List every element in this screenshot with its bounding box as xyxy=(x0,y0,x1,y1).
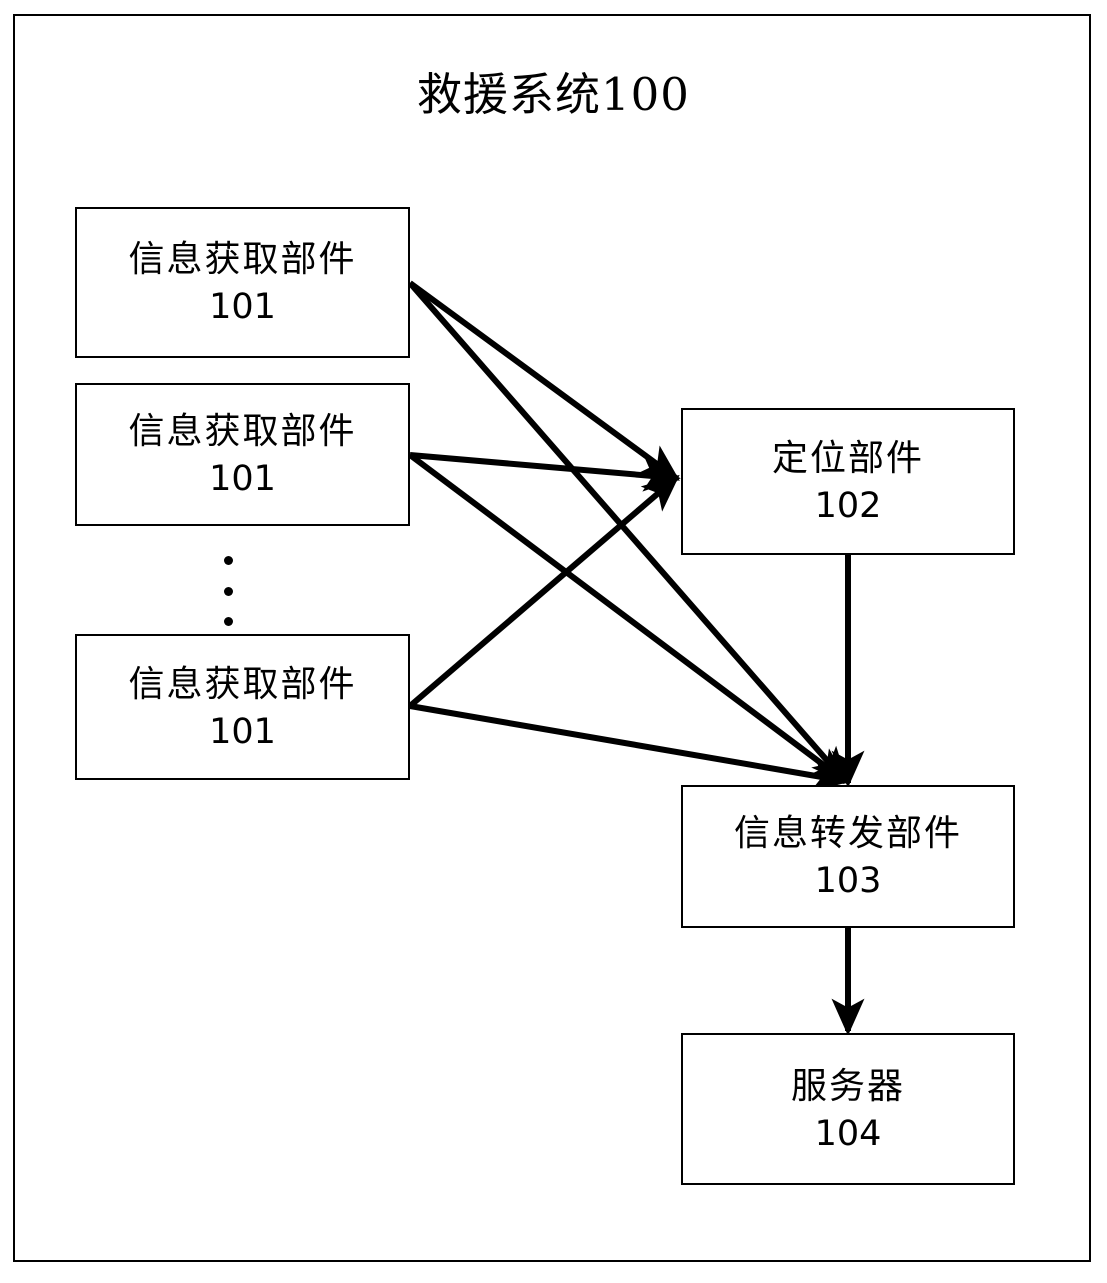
node-reference-number: 101 xyxy=(209,459,276,499)
ellipsis-dot xyxy=(223,586,233,596)
connector-acq1-to-forwarding xyxy=(407,281,849,785)
ellipsis-dot xyxy=(223,617,233,626)
node-label: 信息获取部件 xyxy=(128,663,357,705)
node-label: 信息转发部件 xyxy=(733,813,962,854)
node-server[interactable]: 服务器 104 xyxy=(681,1033,1015,1185)
connector-acq3-to-forwarding xyxy=(409,703,850,792)
connector-acq2-to-forwarding xyxy=(408,452,849,784)
node-info-forwarding-component[interactable]: 信息转发部件 103 xyxy=(681,785,1015,928)
node-label: 信息获取部件 xyxy=(128,411,357,452)
connector-acq3-to-positioning xyxy=(408,474,680,709)
node-label: 定位部件 xyxy=(771,438,924,479)
node-label: 服务器 xyxy=(790,1065,905,1107)
node-reference-number: 102 xyxy=(814,486,882,526)
node-info-acquisition-1[interactable]: 信息获取部件 101 xyxy=(75,207,410,358)
node-reference-number: 101 xyxy=(209,711,276,752)
connector-acq1-to-positioning xyxy=(408,280,680,481)
node-reference-number: 104 xyxy=(814,1113,882,1154)
node-reference-number: 103 xyxy=(814,861,882,901)
page-title: 救援系统100 xyxy=(417,68,690,121)
node-info-acquisition-3[interactable]: 信息获取部件 101 xyxy=(75,634,410,780)
ellipsis-dot xyxy=(223,556,233,565)
connector-acq2-to-positioning xyxy=(409,452,681,492)
node-positioning-component[interactable]: 定位部件 102 xyxy=(681,408,1015,555)
node-label: 信息获取部件 xyxy=(128,239,357,280)
node-reference-number: 101 xyxy=(209,287,276,327)
vertical-ellipsis-icon xyxy=(198,556,258,626)
node-info-acquisition-2[interactable]: 信息获取部件 101 xyxy=(75,383,410,526)
